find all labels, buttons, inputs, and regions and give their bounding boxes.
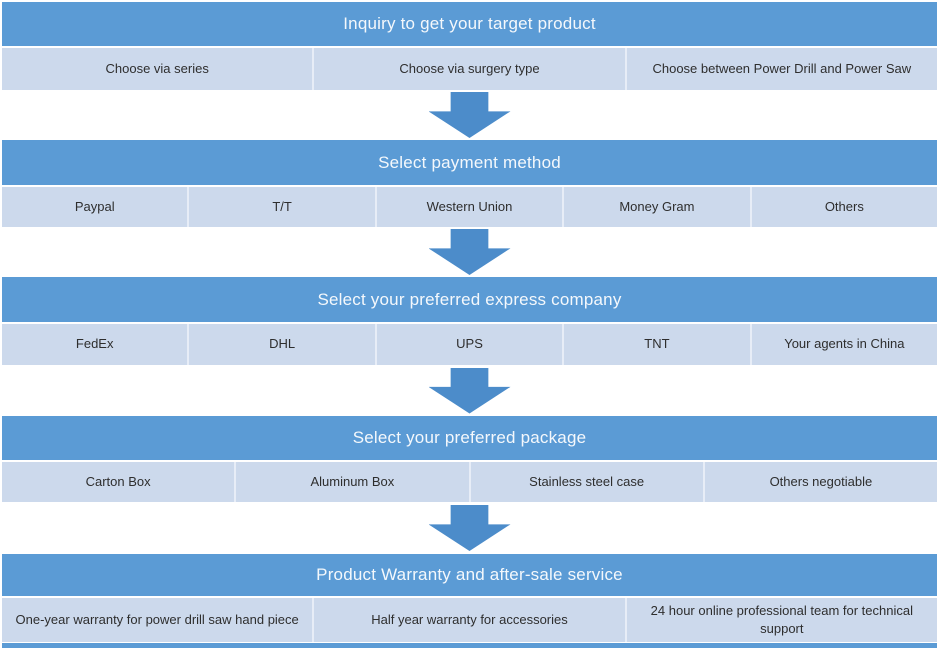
stage-option: Choose via surgery type <box>312 48 625 90</box>
stage-option: 24 hour online professional team for tec… <box>624 598 937 642</box>
stage-option: Money Gram <box>562 187 750 227</box>
stage-options-warranty: One-year warranty for power drill saw ha… <box>2 598 937 642</box>
stage-option: Aluminum Box <box>234 462 469 502</box>
stage-title-warranty: Product Warranty and after-sale service <box>2 554 937 596</box>
stage-option: Half year warranty for accessories <box>312 598 625 642</box>
stage-option: Your agents in China <box>749 324 938 365</box>
stage-option: UPS <box>374 324 563 365</box>
stage-options-inquiry: Choose via series Choose via surgery typ… <box>2 48 937 90</box>
stage-option: Carton Box <box>2 462 235 502</box>
stage-option: Others <box>749 187 938 227</box>
stage-option: Choose between Power Drill and Power Saw <box>624 48 937 90</box>
down-arrow-icon <box>428 367 511 414</box>
stage-option: FedEx <box>2 324 188 365</box>
stage-options-payment: Paypal T/T Western Union Money Gram Othe… <box>2 187 938 227</box>
stage-title-inquiry: Inquiry to get your target product <box>2 2 937 46</box>
stage-option: DHL <box>187 324 375 365</box>
flow-connector <box>2 502 937 554</box>
flow-connector <box>2 365 937 416</box>
stage-title-express: Select your preferred express company <box>2 277 937 322</box>
bottom-edge-strip <box>2 643 937 648</box>
stage-option: Paypal <box>2 187 188 227</box>
stage-options-package: Carton Box Aluminum Box Stainless steel … <box>2 462 937 502</box>
down-arrow-icon <box>428 505 511 551</box>
stage-option: T/T <box>187 187 375 227</box>
stage-options-express: FedEx DHL UPS TNT Your agents in China <box>2 324 938 365</box>
flow-connector <box>2 227 937 277</box>
stage-option: TNT <box>562 324 750 365</box>
stage-option: Western Union <box>374 187 563 227</box>
stage-option: Choose via series <box>2 48 313 90</box>
stage-option: Others negotiable <box>702 462 937 502</box>
down-arrow-icon <box>428 229 511 275</box>
stage-option: One-year warranty for power drill saw ha… <box>2 598 313 642</box>
stage-title-payment: Select payment method <box>2 140 937 185</box>
stage-title-package: Select your preferred package <box>2 416 937 460</box>
stage-option: Stainless steel case <box>468 462 703 502</box>
down-arrow-icon <box>428 92 511 138</box>
flow-connector <box>2 90 937 140</box>
